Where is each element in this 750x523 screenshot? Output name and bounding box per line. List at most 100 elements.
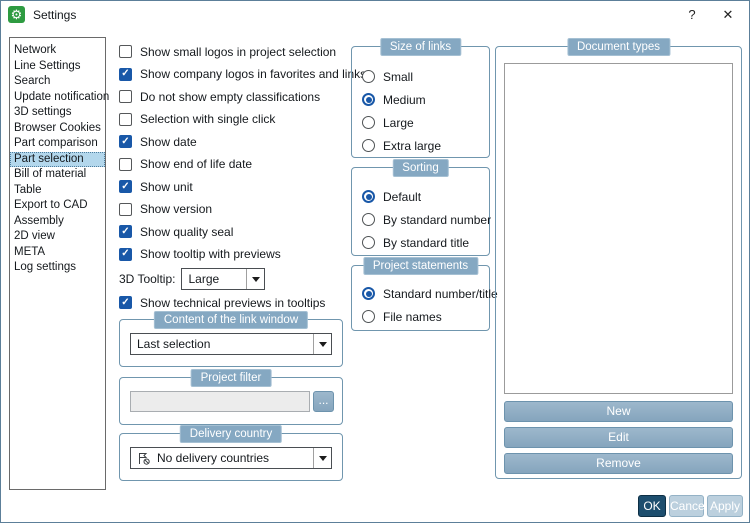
3d-tooltip-select[interactable]: Large <box>181 268 266 290</box>
checkbox-label: Show small logos in project selection <box>140 44 337 59</box>
sidebar-item-log-settings[interactable]: Log settings <box>14 261 77 273</box>
radio-label: By standard number <box>383 212 492 227</box>
delivery-country-select[interactable]: No delivery countries <box>130 447 332 469</box>
checkbox-show-company-logos[interactable]: Show company logos in favorites and link… <box>119 67 366 81</box>
radio-sort-default[interactable]: Default <box>362 190 489 204</box>
project-statements-group: Project statements Standard number/title… <box>351 257 498 331</box>
checkbox-show-tooltip-previews[interactable]: Show tooltip with previews <box>119 247 343 261</box>
radio-sort-standard-number[interactable]: By standard number <box>362 212 492 227</box>
radio-standard-number-title[interactable]: Standard number/title <box>362 287 498 301</box>
radio-size-large[interactable]: Large <box>362 115 489 130</box>
sidebar-item-meta[interactable]: META <box>14 245 46 258</box>
checkbox-label: Show company logos in favorites and link… <box>140 67 367 81</box>
radio-indicator <box>362 139 375 152</box>
size-of-links-group: Size of links Small Medium Large Extra l… <box>351 38 490 158</box>
checkbox-label: Show quality seal <box>140 224 234 239</box>
sidebar-item-part-selection[interactable]: Part selection <box>10 151 105 167</box>
group-title: Document types <box>566 38 671 56</box>
project-filter-group: Project filter ... <box>119 369 343 425</box>
checkbox-indicator <box>119 135 132 148</box>
radio-size-extra-large[interactable]: Extra large <box>362 139 489 153</box>
radio-size-medium[interactable]: Medium <box>362 93 489 107</box>
checkbox-indicator <box>119 90 132 103</box>
sidebar-item-part-comparison[interactable]: Part comparison <box>14 137 98 149</box>
sidebar-item-export-to-cad[interactable]: Export to CAD <box>14 199 88 211</box>
link-window-select[interactable]: Last selection <box>130 333 332 355</box>
checkbox-indicator <box>119 225 132 238</box>
checkbox-show-small-logos[interactable]: Show small logos in project selection <box>119 44 343 59</box>
checkbox-show-version[interactable]: Show version <box>119 202 343 216</box>
group-title: Delivery country <box>179 425 283 443</box>
group-title: Project statements <box>362 257 479 275</box>
sidebar-item-line-settings[interactable]: Line Settings <box>14 59 81 72</box>
radio-label: Small <box>383 69 414 84</box>
checkbox-label: Show version <box>140 202 213 216</box>
radio-indicator <box>362 310 375 323</box>
radio-groups-column: Size of links Small Medium Large Extra l… <box>351 38 498 331</box>
checkbox-show-unit[interactable]: Show unit <box>119 180 343 194</box>
checkbox-show-technical-previews[interactable]: Show technical previews in tooltips <box>119 296 343 310</box>
help-button[interactable]: ? <box>688 7 696 22</box>
checkbox-indicator <box>119 67 132 81</box>
new-button[interactable]: New <box>504 401 733 422</box>
radio-label: By standard title <box>383 235 470 250</box>
group-title: Content of the link window <box>153 311 309 329</box>
sidebar-item-network[interactable]: Network <box>14 44 57 56</box>
close-button[interactable]: ✕ <box>722 7 734 22</box>
chevron-down-icon[interactable] <box>313 334 331 354</box>
group-title: Size of links <box>379 38 462 56</box>
settings-app-icon: ⚙ <box>8 6 25 23</box>
sidebar-item-table[interactable]: Table <box>14 183 42 196</box>
checkbox-show-date[interactable]: Show date <box>119 135 343 149</box>
sidebar-item-bill-of-material[interactable]: Bill of material <box>14 168 87 180</box>
apply-button[interactable]: Apply <box>707 495 743 517</box>
edit-button[interactable]: Edit <box>504 427 733 448</box>
document-types-group: Document types New Edit Remove <box>495 38 742 479</box>
radio-label: Standard number/title <box>383 286 498 301</box>
radio-label: Large <box>383 115 414 130</box>
sidebar-item-3d-settings[interactable]: 3D settings <box>14 106 72 118</box>
checkbox-indicator <box>119 157 132 171</box>
link-window-group: Content of the link window Last selectio… <box>119 311 343 367</box>
checkbox-label: Show tooltip with previews <box>140 247 281 261</box>
sidebar-item-update-notification[interactable]: Update notification <box>14 90 110 103</box>
checkbox-indicator <box>119 45 132 58</box>
sidebar-item-search[interactable]: Search <box>14 75 51 87</box>
remove-button[interactable]: Remove <box>504 453 733 474</box>
radio-file-names[interactable]: File names <box>362 309 489 324</box>
checkbox-indicator <box>119 296 132 309</box>
chevron-down-icon[interactable] <box>313 448 331 468</box>
radio-sort-standard-title[interactable]: By standard title <box>362 235 489 250</box>
checkbox-label: Selection with single click <box>140 112 276 126</box>
sidebar-item-assembly[interactable]: Assembly <box>14 214 64 227</box>
link-window-value: Last selection <box>137 337 211 351</box>
checkbox-indicator <box>119 180 132 193</box>
radio-indicator <box>362 190 375 203</box>
document-types-list[interactable] <box>504 63 733 394</box>
ok-button[interactable]: OK <box>638 495 666 517</box>
sidebar-item-2d-view[interactable]: 2D view <box>14 230 55 242</box>
checkbox-single-click-selection[interactable]: Selection with single click <box>119 112 343 126</box>
chevron-down-icon[interactable] <box>246 269 265 289</box>
cancel-button[interactable]: Cancel <box>669 495 707 517</box>
radio-indicator <box>362 213 375 226</box>
window-title: Settings <box>33 8 77 22</box>
radio-size-small[interactable]: Small <box>362 69 489 84</box>
3d-tooltip-value: Large <box>188 272 220 286</box>
radio-label: File names <box>383 309 442 324</box>
checkbox-hide-empty-classifications[interactable]: Do not show empty classifications <box>119 89 343 104</box>
browse-button[interactable]: ... <box>313 391 334 412</box>
sidebar-item-browser-cookies[interactable]: Browser Cookies <box>14 121 101 134</box>
checkbox-show-end-of-life-date[interactable]: Show end of life date <box>119 157 343 171</box>
radio-indicator <box>362 287 375 300</box>
3d-tooltip-row: 3D Tooltip: Large <box>119 268 343 290</box>
title-bar: ⚙ Settings ? ✕ <box>1 1 749 29</box>
radio-indicator <box>362 93 375 106</box>
project-filter-input[interactable] <box>130 391 310 412</box>
checkbox-show-quality-seal[interactable]: Show quality seal <box>119 224 343 239</box>
checkbox-label: Do not show empty classifications <box>140 89 321 104</box>
radio-indicator <box>362 70 375 83</box>
radio-indicator <box>362 236 375 249</box>
document-types-column: Document types New Edit Remove <box>495 38 742 479</box>
